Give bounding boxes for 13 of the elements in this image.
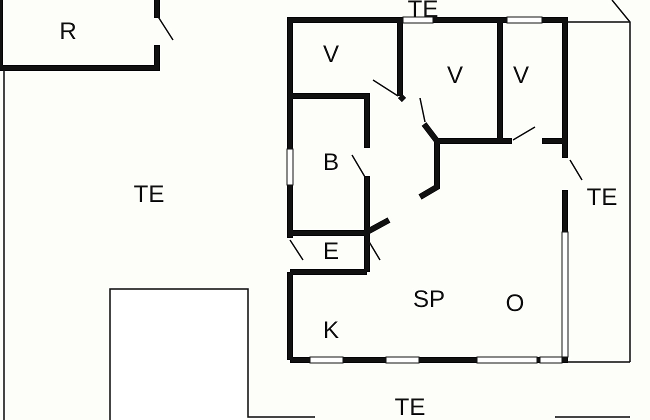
room-label: V — [513, 64, 529, 88]
room-label: V — [323, 43, 339, 67]
room-label: TE — [586, 186, 618, 210]
room-label: TE — [394, 396, 426, 420]
room-label: R — [59, 20, 77, 44]
room-label: TE — [408, 0, 438, 22]
room-label: SP — [413, 288, 445, 312]
room-label: E — [323, 240, 339, 264]
room-label: V — [447, 64, 463, 88]
room-label: B — [323, 151, 339, 175]
room-label: O — [506, 292, 524, 316]
room-label: K — [323, 319, 339, 343]
room-label: TE — [134, 183, 164, 207]
